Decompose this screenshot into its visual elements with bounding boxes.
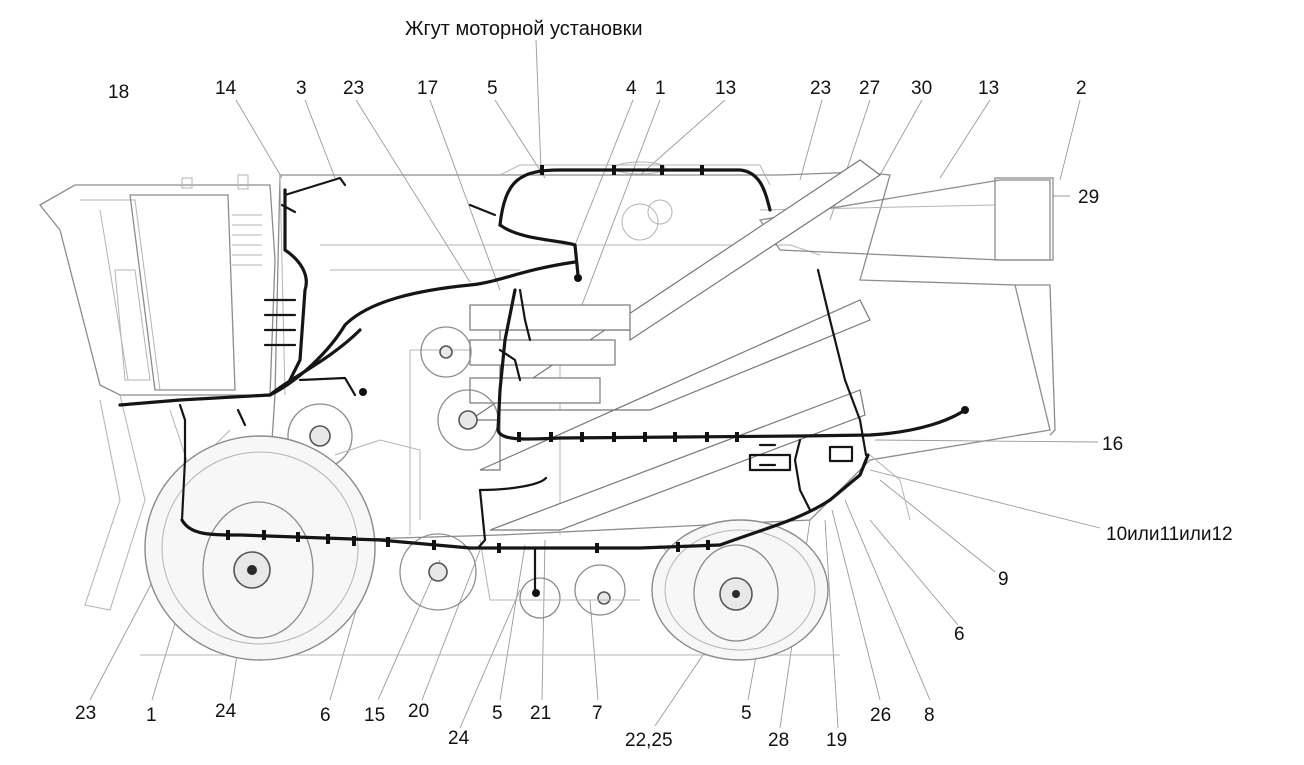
callout-6: 6 bbox=[954, 624, 965, 645]
callout-3: 3 bbox=[296, 78, 307, 99]
callout-23: 23 bbox=[810, 78, 831, 99]
cab-to-body-harness bbox=[263, 176, 577, 397]
front-frame-harness bbox=[118, 393, 722, 550]
callout-18: 18 bbox=[108, 82, 129, 103]
callout-13: 13 bbox=[715, 78, 736, 99]
callout-19: 19 bbox=[826, 730, 847, 751]
callout-6: 6 bbox=[320, 705, 331, 726]
callout-20: 20 bbox=[408, 701, 429, 722]
callout-8: 8 bbox=[924, 705, 935, 726]
callout-28: 28 bbox=[768, 730, 789, 751]
engine-harness bbox=[468, 168, 772, 277]
rear-wheel bbox=[651, 519, 829, 661]
callout-21: 21 bbox=[530, 703, 551, 724]
callout-23: 23 bbox=[343, 78, 364, 99]
callout-5: 5 bbox=[487, 78, 498, 99]
callout-23: 23 bbox=[75, 703, 96, 724]
callout-22-25: 22,25 bbox=[625, 730, 673, 751]
cab-grille bbox=[232, 214, 262, 266]
callout-29: 29 bbox=[1078, 187, 1099, 208]
grain-tank-harness bbox=[496, 288, 967, 441]
callout-1: 1 bbox=[655, 78, 666, 99]
callout-16: 16 bbox=[1102, 434, 1123, 455]
callout-17: 17 bbox=[417, 78, 438, 99]
callout-30: 30 bbox=[911, 78, 932, 99]
pulley-upper bbox=[420, 326, 472, 378]
callout-labels: 18 14 3 23 17 5 4 1 13 23 27 30 13 2 29 … bbox=[75, 78, 1233, 751]
callout-14: 14 bbox=[215, 78, 237, 99]
diagram-title: Жгут моторной установки bbox=[405, 18, 643, 40]
callout-5: 5 bbox=[741, 703, 752, 724]
rear-pulley bbox=[399, 533, 477, 611]
callout-15: 15 bbox=[364, 705, 385, 726]
callout-4: 4 bbox=[626, 78, 637, 99]
callout-5: 5 bbox=[492, 703, 503, 724]
callout-1: 1 bbox=[146, 705, 157, 726]
combine-body bbox=[39, 159, 1056, 656]
callout-27: 27 bbox=[859, 78, 880, 99]
callout-10-11-12: 10или11или12 bbox=[1106, 524, 1233, 545]
callout-13: 13 bbox=[978, 78, 999, 99]
front-wheel bbox=[144, 435, 376, 661]
rear-harness bbox=[476, 268, 870, 592]
callout-26: 26 bbox=[870, 705, 891, 726]
callout-24: 24 bbox=[215, 701, 237, 722]
callout-24: 24 bbox=[448, 728, 470, 749]
harness-connectors bbox=[226, 165, 969, 597]
callout-9: 9 bbox=[998, 569, 1009, 590]
callout-2: 2 bbox=[1076, 78, 1087, 99]
callout-7: 7 bbox=[592, 703, 603, 724]
